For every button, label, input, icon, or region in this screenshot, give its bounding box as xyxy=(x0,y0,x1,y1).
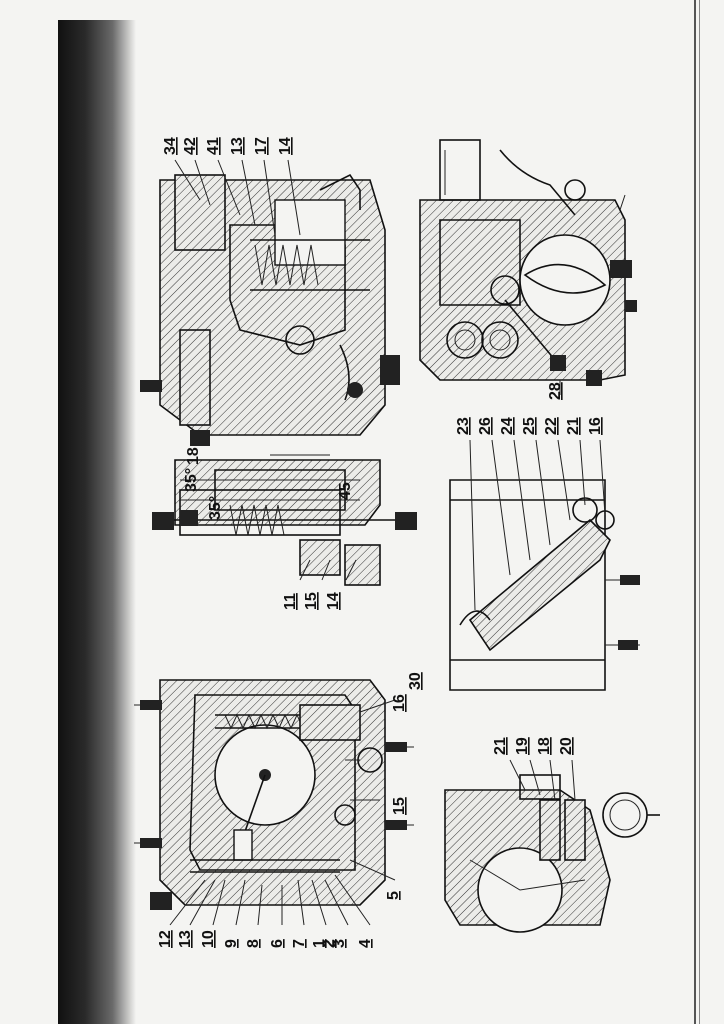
fig1-callout-6: 6 xyxy=(269,939,286,948)
page-edge-inner xyxy=(699,0,700,1024)
fig4-callout-21: 21 xyxy=(492,737,509,755)
fig1-callout-13: 13 xyxy=(177,930,194,948)
page-edge xyxy=(694,0,696,1024)
fig4-callout-19: 19 xyxy=(514,737,531,755)
fig6-callout-28: 28 xyxy=(547,382,564,400)
fig1-callout-7: 7 xyxy=(291,939,308,948)
dim-18: 18 xyxy=(185,447,202,465)
fig1-callout-8: 8 xyxy=(245,939,262,948)
figure-5-throttle-body xyxy=(449,439,640,691)
fig3-callout-42: 42 xyxy=(182,137,199,155)
fig5-callout-24: 24 xyxy=(499,417,516,435)
fig3-callout-14: 14 xyxy=(277,137,294,155)
fig3-callout-41: 41 xyxy=(205,137,222,155)
binding-shadow xyxy=(58,20,136,1024)
fig5-callout-21: 21 xyxy=(565,417,582,435)
fig5-callout-25: 25 xyxy=(521,417,538,435)
figure-4-jet-section xyxy=(444,759,660,933)
fig1-callout-5: 5 xyxy=(385,891,402,900)
fig3-callout-17: 17 xyxy=(253,137,270,155)
fig1-callout-10: 10 xyxy=(200,930,217,948)
fig5-callout-16: 16 xyxy=(587,417,604,435)
fig1-callout-2: 2 xyxy=(321,939,338,948)
dim-angle-2: 35° xyxy=(207,496,224,520)
fig3-callout-34: 34 xyxy=(162,137,179,155)
figure-2-valve-section xyxy=(152,454,417,586)
fig1-callout-12: 12 xyxy=(157,930,174,948)
fig4-callout-18: 18 xyxy=(536,737,553,755)
fig1-callout-1: 1 xyxy=(311,939,328,948)
figure-3-assembly-section xyxy=(140,159,400,446)
fig2-callout-11: 11 xyxy=(282,593,299,610)
dim-angle-1: 35° xyxy=(183,468,200,492)
fig5-callout-23: 23 xyxy=(455,417,472,435)
dim-45: 45 xyxy=(337,482,354,500)
figure-1-carburettor-section xyxy=(134,679,414,926)
fig1-callout-15: 15 xyxy=(391,797,408,815)
fig5-callout-22: 22 xyxy=(543,417,560,435)
fig2-callout-15: 15 xyxy=(303,592,320,610)
fig1-callout-16: 16 xyxy=(391,694,408,712)
fig1-callout-4: 4 xyxy=(357,939,374,948)
fig1-callout-30: 30 xyxy=(407,672,424,690)
fig5-callout-26: 26 xyxy=(477,417,494,435)
figure-6-housing-section xyxy=(419,139,637,395)
fig2-callout-14: 14 xyxy=(325,592,342,610)
fig1-callout-3: 3 xyxy=(331,939,348,948)
fig4-callout-20: 20 xyxy=(558,737,575,755)
fig3-callout-13: 13 xyxy=(229,137,246,155)
fig1-callout-9: 9 xyxy=(223,939,240,948)
